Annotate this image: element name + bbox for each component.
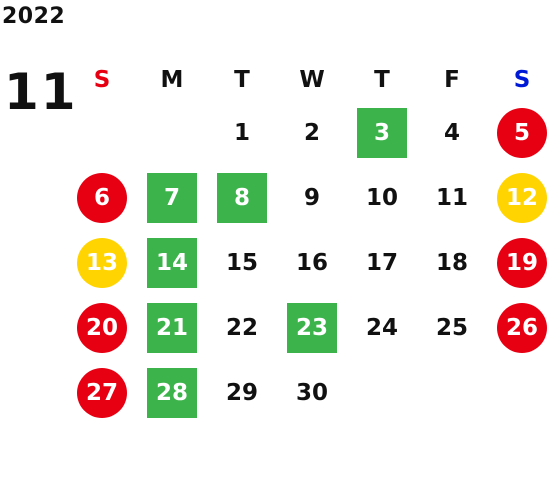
calendar-day[interactable]: 16 xyxy=(295,249,328,276)
calendar-day-cell: 3 xyxy=(347,100,417,165)
calendar-day-cell: 4 xyxy=(417,100,487,165)
calendar-day-cell: 10 xyxy=(347,165,417,230)
calendar-day[interactable]: 20 xyxy=(77,302,127,353)
calendar-day[interactable]: 24 xyxy=(365,314,398,341)
calendar-day[interactable]: 4 xyxy=(443,119,460,146)
weekday-wednesday: W xyxy=(299,67,325,93)
calendar-day[interactable]: 2 xyxy=(303,119,320,146)
calendar-year: 2022 xyxy=(2,4,66,29)
calendar-day-cell: 24 xyxy=(347,295,417,360)
calendar-day-cell xyxy=(417,360,487,425)
calendar-day-cell xyxy=(347,360,417,425)
calendar-day[interactable]: 27 xyxy=(77,367,127,418)
calendar-day-cell: 25 xyxy=(417,295,487,360)
weekday-tuesday: T xyxy=(234,67,250,93)
calendar-day[interactable]: 13 xyxy=(77,237,127,288)
calendar-day[interactable]: 10 xyxy=(365,184,398,211)
calendar-day-cell: 8 xyxy=(207,165,277,230)
calendar-day-cell xyxy=(487,360,548,425)
calendar-day[interactable]: 23 xyxy=(287,302,337,353)
calendar-day-cell: 23 xyxy=(277,295,347,360)
calendar-day-cell: 7 xyxy=(137,165,207,230)
calendar-day-cell: 13 xyxy=(67,230,137,295)
calendar-day-cell: 6 xyxy=(67,165,137,230)
calendar-day-empty xyxy=(497,368,547,418)
calendar-day-cell: 1 xyxy=(207,100,277,165)
calendar-day[interactable]: 6 xyxy=(77,172,127,223)
calendar-day-empty xyxy=(77,108,127,158)
calendar-day-cell: 14 xyxy=(137,230,207,295)
calendar-day-cell: 9 xyxy=(277,165,347,230)
calendar-day-cell: 11 xyxy=(417,165,487,230)
calendar-week-row: 13 14 15 16 17 18 19 xyxy=(67,230,548,295)
calendar-day-cell: 30 xyxy=(277,360,347,425)
calendar-day[interactable]: 1 xyxy=(233,119,250,146)
weekday-friday: F xyxy=(444,67,460,93)
weekday-thursday: T xyxy=(374,67,390,93)
calendar-day-cell: 27 xyxy=(67,360,137,425)
calendar-day[interactable]: 14 xyxy=(147,237,197,288)
calendar-day-cell: 15 xyxy=(207,230,277,295)
weekday-header-row: S M T W T F S xyxy=(67,60,548,100)
calendar-day[interactable]: 9 xyxy=(303,184,320,211)
calendar-day[interactable]: 21 xyxy=(147,302,197,353)
calendar-day[interactable]: 28 xyxy=(147,367,197,418)
calendar-day-cell: 2 xyxy=(277,100,347,165)
calendar-day-cell: 21 xyxy=(137,295,207,360)
calendar-week-row: 20 21 22 23 24 25 26 xyxy=(67,295,548,360)
calendar-day[interactable]: 17 xyxy=(365,249,398,276)
calendar-day[interactable]: 29 xyxy=(225,379,258,406)
calendar-day[interactable]: 19 xyxy=(497,237,547,288)
weekday-monday: M xyxy=(160,67,184,93)
calendar-day-cell: 22 xyxy=(207,295,277,360)
calendar-month: 11 xyxy=(4,63,78,121)
weekday-sunday: S xyxy=(93,67,111,93)
calendar-day-cell xyxy=(67,100,137,165)
calendar-day[interactable]: 8 xyxy=(217,172,267,223)
calendar-day-cell: 5 xyxy=(487,100,548,165)
calendar-week-row: 1 2 3 4 5 xyxy=(67,100,548,165)
calendar-day-cell: 19 xyxy=(487,230,548,295)
calendar-day[interactable]: 26 xyxy=(497,302,547,353)
calendar-day[interactable]: 18 xyxy=(435,249,468,276)
calendar-day-cell: 18 xyxy=(417,230,487,295)
calendar-day-cell: 29 xyxy=(207,360,277,425)
calendar-day-cell: 28 xyxy=(137,360,207,425)
calendar-day[interactable]: 15 xyxy=(225,249,258,276)
calendar-day[interactable]: 11 xyxy=(435,184,468,211)
calendar-day-empty xyxy=(427,368,477,418)
calendar-day[interactable]: 3 xyxy=(357,107,407,158)
calendar-day-cell: 20 xyxy=(67,295,137,360)
calendar-day-cell: 12 xyxy=(487,165,548,230)
calendar-day[interactable]: 12 xyxy=(497,172,547,223)
calendar-week-row: 27 28 29 30 xyxy=(67,360,548,425)
calendar-day[interactable]: 5 xyxy=(497,107,547,158)
calendar-day-cell: 17 xyxy=(347,230,417,295)
calendar-day-empty xyxy=(147,108,197,158)
calendar-day-empty xyxy=(357,368,407,418)
calendar-day-cell: 26 xyxy=(487,295,548,360)
calendar-day[interactable]: 25 xyxy=(435,314,468,341)
calendar-day[interactable]: 7 xyxy=(147,172,197,223)
calendar-day-cell xyxy=(137,100,207,165)
calendar-day[interactable]: 30 xyxy=(295,379,328,406)
calendar-day-cell: 16 xyxy=(277,230,347,295)
weekday-saturday: S xyxy=(513,67,531,93)
calendar-day[interactable]: 22 xyxy=(225,314,258,341)
